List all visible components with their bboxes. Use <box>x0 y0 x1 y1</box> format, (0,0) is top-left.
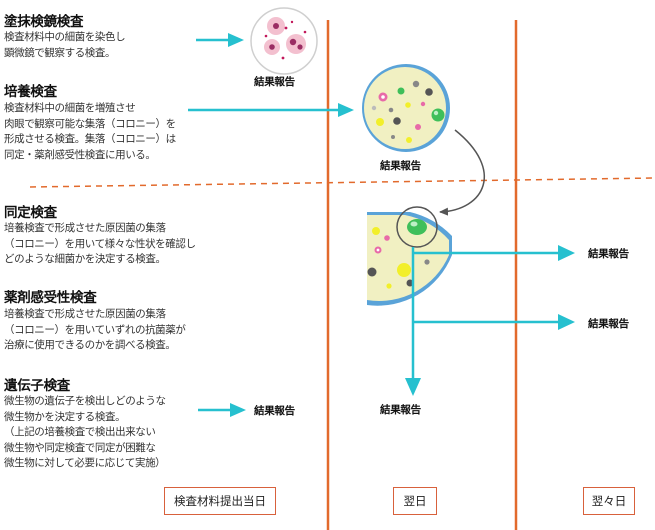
arrow-culture <box>188 103 354 117</box>
colony-pick-arrow <box>439 129 485 216</box>
culture-title: 培養検査 <box>4 84 57 100</box>
arrow-smear <box>196 33 244 47</box>
smear-microscope-image <box>250 7 318 75</box>
arrow-identification <box>413 245 575 261</box>
day-label-submission-day: 検査材料提出当日 <box>164 487 276 515</box>
result-label-susceptibility: 結果報告 <box>588 318 629 330</box>
result-label-culture: 結果報告 <box>380 160 421 172</box>
picked-colony-plate-image <box>367 206 452 306</box>
arrow-down-next-day <box>405 247 421 396</box>
section-divider <box>29 177 655 188</box>
identification-title: 同定検査 <box>4 205 57 221</box>
susceptibility-title: 薬剤感受性検査 <box>4 290 97 306</box>
arrow-susceptibility <box>413 314 575 330</box>
culture-plate-image <box>362 64 450 152</box>
day-label-day-after-next: 翌々日 <box>583 487 635 515</box>
genetic-desc: 微生物の遺伝子を検出しどのような 微生物かを決定する検査。 （上記の培養検査で検… <box>4 395 166 469</box>
susceptibility-desc: 培養検査で形成させた原因菌の集落 （コロニー）を用いていずれの抗菌薬が 治療に使… <box>4 308 186 351</box>
genetic-title: 遺伝子検査 <box>4 378 70 394</box>
arrow-genetic <box>198 403 246 417</box>
day-label-next-day: 翌日 <box>393 487 437 515</box>
result-label-genetic: 結果報告 <box>254 405 295 417</box>
result-label-next-day: 結果報告 <box>380 404 421 416</box>
smear-title: 塗抹検鏡検査 <box>4 14 84 30</box>
identification-desc: 培養検査で形成させた原因菌の集落 （コロニー）を用いて様々な性状を確認し どのよ… <box>4 222 196 265</box>
smear-desc: 検査材料中の細菌を染色し 顕微鏡で観察する検査。 <box>4 31 126 59</box>
result-label-smear: 結果報告 <box>254 76 295 88</box>
result-label-identification: 結果報告 <box>588 248 629 260</box>
culture-desc: 検査材料中の細菌を増殖させ 肉眼で観察可能な集落（コロニー）を 形成させる検査。… <box>4 102 176 161</box>
